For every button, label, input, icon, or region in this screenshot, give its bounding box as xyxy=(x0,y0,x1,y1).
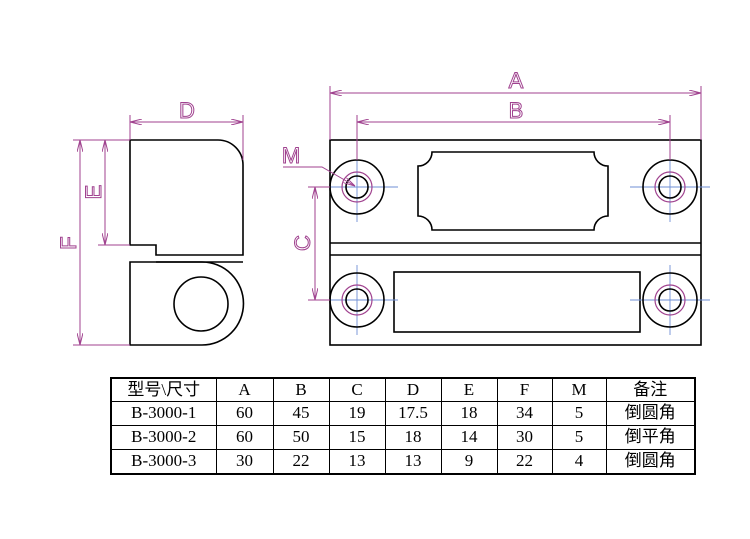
dim-c-label: C xyxy=(290,235,315,251)
table-cell: 22 xyxy=(272,448,330,475)
table-cell: 60 xyxy=(215,424,274,450)
table-cell: 34 xyxy=(496,400,553,426)
table-cell: 15 xyxy=(328,424,386,450)
dim-f-label: F xyxy=(56,236,81,249)
table-row: B-3000-1 60 45 19 17.5 18 34 5 倒圆角 xyxy=(110,400,696,426)
table-cell: 45 xyxy=(272,400,330,426)
dimension-table: 型号\尺寸 A B C D E F M 备注 B-3000-1 60 45 19… xyxy=(110,377,696,475)
thread-label: M xyxy=(282,143,300,168)
table-cell: 50 xyxy=(272,424,330,450)
side-view-pin-hole xyxy=(173,276,229,332)
table-cell: 5 xyxy=(551,400,607,426)
table-cell: 13 xyxy=(328,448,386,475)
thread-leader-line xyxy=(283,166,355,186)
side-view: D E F xyxy=(56,98,245,346)
side-view-upper-leaf xyxy=(129,139,244,256)
table-header-cell: E xyxy=(440,377,498,402)
table-header-cell: D xyxy=(384,377,442,402)
table-cell: 30 xyxy=(215,448,274,475)
table-header-row: 型号\尺寸 A B C D E F M 备注 xyxy=(110,377,696,402)
table-cell: 9 xyxy=(440,448,498,475)
table-cell: 18 xyxy=(440,400,498,426)
upper-leaf-slot xyxy=(417,151,609,231)
mounting-hole-top-right xyxy=(630,152,710,222)
mounting-hole-bottom-right xyxy=(630,265,710,335)
table-header-cell: 型号\尺寸 xyxy=(110,377,217,402)
table-cell: B-3000-1 xyxy=(110,400,217,426)
table-cell: 14 xyxy=(440,424,498,450)
table-cell: 22 xyxy=(496,448,553,475)
table-cell: 5 xyxy=(551,424,607,450)
dim-a-label: A xyxy=(509,68,524,93)
side-view-lower-knuckle xyxy=(129,261,245,346)
table-row: B-3000-2 60 50 15 18 14 30 5 倒平角 xyxy=(110,424,696,450)
table-cell: 倒圆角 xyxy=(605,448,696,475)
table-cell: B-3000-2 xyxy=(110,424,217,450)
table-cell: 19 xyxy=(328,400,386,426)
table-header-cell: A xyxy=(215,377,274,402)
dim-b-label: B xyxy=(509,98,524,123)
table-cell: 17.5 xyxy=(384,400,442,426)
table-header-cell: B xyxy=(272,377,330,402)
table-header-cell: F xyxy=(496,377,553,402)
table-cell: 4 xyxy=(551,448,607,475)
dim-d-label: D xyxy=(179,98,195,123)
table-header-cell: C xyxy=(328,377,386,402)
lower-leaf-slot xyxy=(393,271,641,333)
table-cell: B-3000-3 xyxy=(110,448,217,475)
front-view: A B C M xyxy=(281,68,710,346)
table-header-cell: 备注 xyxy=(605,377,696,402)
dim-e-label: E xyxy=(81,185,106,200)
table-cell: 18 xyxy=(384,424,442,450)
table-row: B-3000-3 30 22 13 13 9 22 4 倒圆角 xyxy=(110,448,696,475)
table-cell: 13 xyxy=(384,448,442,475)
table-cell: 倒平角 xyxy=(605,424,696,450)
table-cell: 30 xyxy=(496,424,553,450)
table-header-cell: M xyxy=(551,377,607,402)
table-cell: 60 xyxy=(215,400,274,426)
table-cell: 倒圆角 xyxy=(605,400,696,426)
